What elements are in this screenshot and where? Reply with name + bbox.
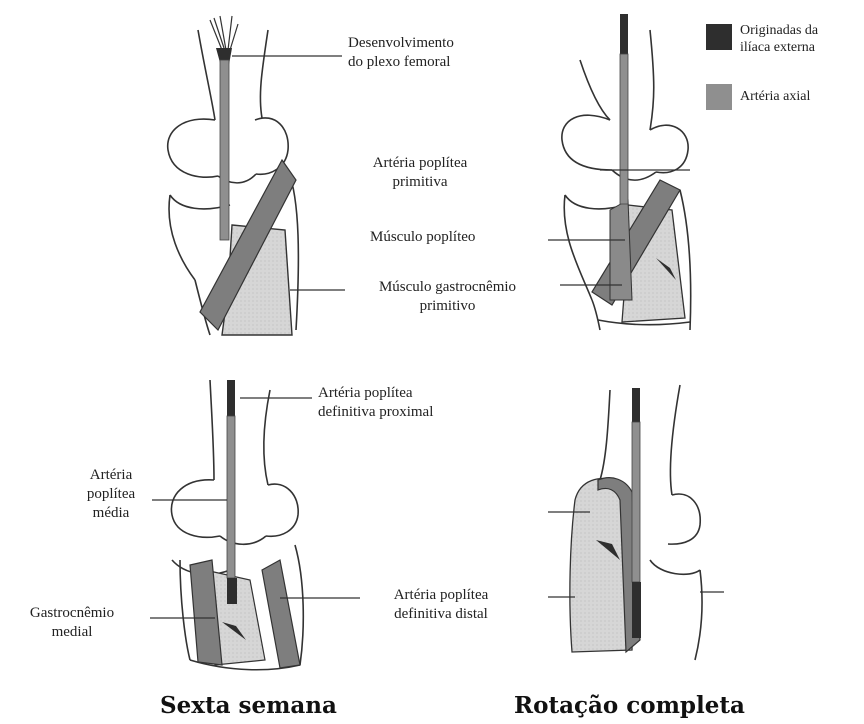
axial-artery-bottom-left xyxy=(227,416,235,578)
label-primitive-gastrocnemius: Músculo gastrocnêmio primitivo xyxy=(345,278,550,316)
leader-lines-panel-3 xyxy=(150,398,360,618)
label-primitive-popliteal-artery: Artéria poplítea primitiva xyxy=(340,154,500,192)
label-definitive-distal-popliteal: Artéria poplítea definitiva distal xyxy=(362,586,520,624)
axial-artery-bottom-right xyxy=(632,422,640,582)
label-femoral-plexus: Desenvolvimento do plexo femoral xyxy=(348,34,454,72)
caption-rotation-complete: Rotação completa xyxy=(514,692,745,719)
label-popliteus-muscle: Músculo poplíteo xyxy=(370,228,475,247)
legend-label-axial-artery: Artéria axial xyxy=(740,88,810,105)
label-definitive-proximal-popliteal: Artéria poplítea definitiva proximal xyxy=(318,384,433,422)
iliac-segment-top-right xyxy=(620,14,628,54)
caption-sixth-week: Sexta semana xyxy=(160,692,337,719)
legend-swatch-axial-artery xyxy=(706,84,732,110)
iliac-segment-bottom-right xyxy=(632,388,640,422)
axial-artery-top-right xyxy=(620,54,628,204)
label-medial-gastrocnemius: Gastrocnêmio medial xyxy=(6,604,138,642)
legend-swatch-external-iliac xyxy=(706,24,732,50)
legend-label-external-iliac: Originadas da ilíaca externa xyxy=(740,22,818,56)
iliac-segment-bottom-left xyxy=(227,380,235,416)
distal-iliac-segment-bottom-right xyxy=(632,582,641,638)
muscle-band-right-bottom xyxy=(262,560,300,668)
label-middle-popliteal-artery: Artéria poplítea média xyxy=(66,466,156,523)
axial-artery-shape xyxy=(220,60,229,240)
distal-iliac-segment-bottom-left xyxy=(227,578,237,604)
